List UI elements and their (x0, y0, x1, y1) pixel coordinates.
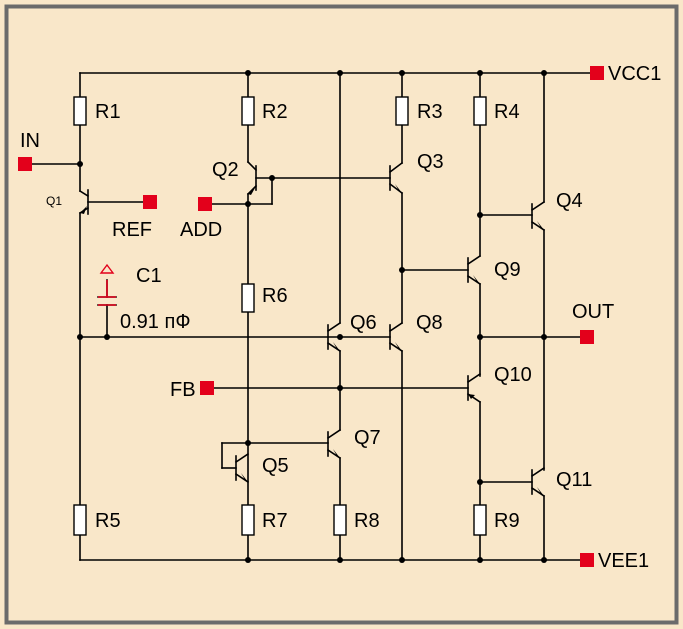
label-q4: Q4 (556, 190, 583, 212)
label-q1: Q1 (46, 194, 62, 208)
label-r4: R4 (494, 101, 520, 123)
emitter-arrows (80, 184, 544, 496)
label-q9: Q9 (494, 259, 521, 281)
label-r7: R7 (262, 510, 288, 532)
junction-dots (77, 70, 547, 563)
resistor-r5 (73, 504, 87, 536)
port-label-fb: FB (170, 379, 196, 401)
pin-in (18, 157, 32, 171)
label-q3: Q3 (417, 151, 444, 173)
diagram-border (4, 4, 679, 625)
resistor-r6 (241, 283, 255, 313)
label-r6: R6 (262, 285, 288, 307)
resistor-r9 (473, 504, 487, 536)
label-q5: Q5 (262, 455, 289, 477)
pin-fb (200, 381, 214, 395)
port-label-vee1: VEE1 (598, 550, 649, 572)
pin-vcc1 (590, 66, 604, 80)
label-c1: C1 (136, 265, 162, 287)
resistor-r4 (473, 96, 487, 126)
port-label-out: OUT (572, 301, 614, 323)
port-label-ref: REF (112, 219, 152, 241)
resistor-r7 (241, 504, 255, 536)
pin-ref (143, 195, 157, 209)
pin-out (580, 330, 594, 344)
resistor-r8 (333, 504, 347, 536)
wires (29, 72, 593, 561)
label-q10: Q10 (494, 364, 532, 386)
label-c1-value: 0.91 пФ (120, 311, 191, 333)
pin-vee1 (580, 553, 594, 567)
port-label-vcc1: VCC1 (608, 63, 661, 85)
label-r2: R2 (262, 101, 288, 123)
pin-add (198, 197, 212, 211)
resistor-r3 (395, 96, 409, 126)
resistor-r2 (241, 96, 255, 126)
label-q7: Q7 (354, 427, 381, 449)
label-q2: Q2 (212, 159, 239, 181)
label-r5: R5 (95, 510, 121, 532)
capacitor-marker-icon (98, 263, 116, 306)
label-q11: Q11 (556, 469, 592, 491)
port-label-in: IN (20, 130, 40, 152)
label-r3: R3 (417, 101, 443, 123)
port-label-add: ADD (180, 219, 222, 241)
label-r8: R8 (354, 510, 380, 532)
label-r1: R1 (95, 101, 121, 123)
label-r9: R9 (494, 510, 520, 532)
label-q6: Q6 (350, 312, 377, 334)
label-q8: Q8 (416, 312, 443, 334)
resistor-r1 (73, 96, 87, 126)
